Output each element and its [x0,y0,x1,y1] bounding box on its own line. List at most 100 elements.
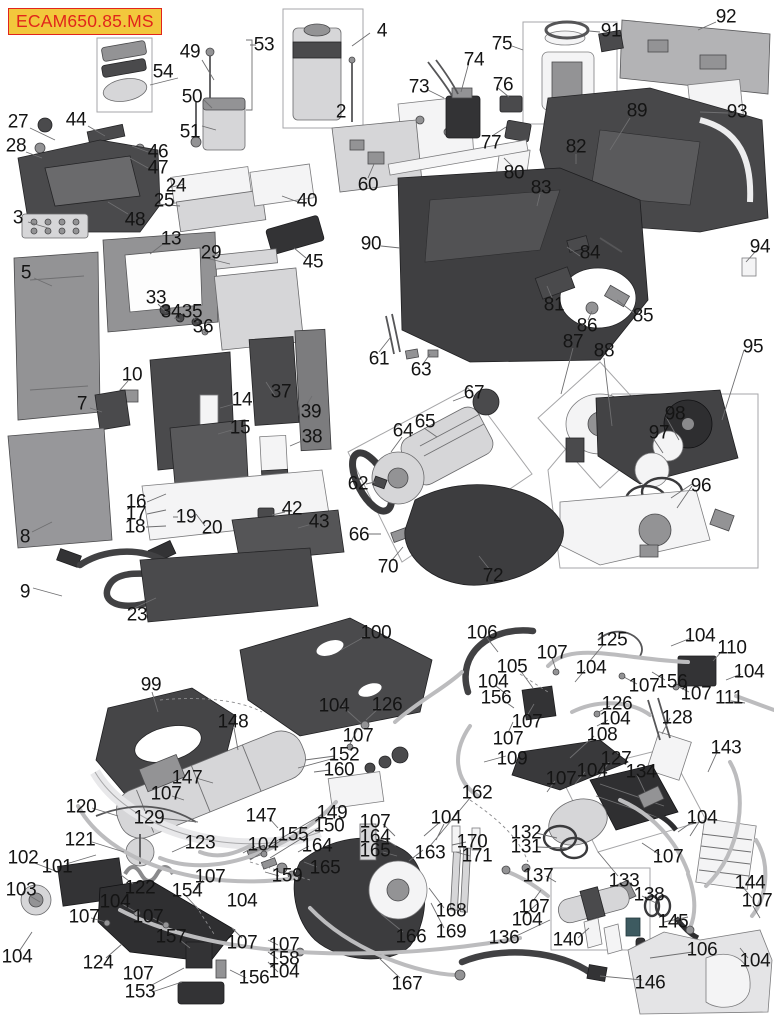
part-label-107: 107 [680,683,712,705]
part-label-107: 107 [741,890,773,912]
part-label-107: 107 [359,811,391,833]
part-label-75: 75 [491,33,513,55]
part-label-107: 107 [518,896,550,918]
part-label-169: 169 [435,921,467,943]
part-label-45: 45 [302,251,324,273]
part-label-23: 23 [126,604,148,626]
part-label-107: 107 [342,725,374,747]
part-label-70: 70 [377,556,399,578]
part-label-105: 105 [496,656,528,678]
part-label-37: 37 [270,381,292,403]
part-label-107: 107 [268,934,300,956]
part-label-84: 84 [579,242,601,264]
part-label-120: 120 [65,796,97,818]
part-label-134: 134 [625,761,657,783]
part-label-104: 104 [99,891,131,913]
part-label-122: 122 [124,877,156,899]
part-label-163: 163 [414,842,446,864]
part-label-3: 3 [12,207,24,229]
part-label-109: 109 [496,748,528,770]
part-label-147: 147 [171,767,203,789]
top-left-parts [7,40,345,623]
top-right-parts [292,19,771,586]
part-label-14: 14 [231,389,253,411]
part-label-90: 90 [360,233,382,255]
part-label-164: 164 [359,826,391,848]
part-label-150: 150 [313,815,345,837]
part-label-100: 100 [360,622,392,644]
part-label-155: 155 [277,824,309,846]
part-label-104: 104 [318,695,350,717]
part-label-107: 107 [511,711,543,733]
part-label-156: 156 [656,671,688,693]
part-label-72: 72 [482,565,504,587]
part-label-20: 20 [201,517,223,539]
part-label-156: 156 [238,967,270,989]
part-label-73: 73 [408,76,430,98]
part-label-98: 98 [664,403,686,425]
part-label-8: 8 [19,526,31,548]
part-label-104: 104 [268,961,300,983]
part-label-13: 13 [160,228,182,250]
part-label-126: 126 [601,693,633,715]
part-label-166: 166 [395,926,427,948]
part-label-165: 165 [359,840,391,862]
part-label-129: 129 [133,807,165,829]
part-label-7: 7 [76,393,88,415]
part-label-4: 4 [376,20,388,42]
part-label-152: 152 [328,744,360,766]
part-label-40: 40 [296,190,318,212]
part-label-124: 124 [82,952,114,974]
part-label-39: 39 [300,401,322,423]
part-label-164: 164 [301,835,333,857]
part-label-128: 128 [661,707,693,729]
part-label-107: 107 [194,866,226,888]
part-label-107: 107 [226,932,258,954]
leader-lines [19,21,761,993]
part-label-143: 143 [710,737,742,759]
model-title: ECAM650.85.MS [8,8,162,36]
part-label-81: 81 [543,294,565,316]
part-label-149: 149 [316,802,348,824]
part-label-156: 156 [480,687,512,709]
part-label-131: 131 [510,836,542,858]
part-label-160: 160 [323,759,355,781]
part-label-89: 89 [626,100,648,122]
part-label-47: 47 [147,157,169,179]
part-label-74: 74 [463,49,485,71]
part-label-153: 153 [124,981,156,1003]
part-label-145: 145 [657,911,689,933]
part-label-104: 104 [247,834,279,856]
part-label-38: 38 [301,426,323,448]
part-label-80: 80 [503,162,525,184]
part-label-138: 138 [633,884,665,906]
part-label-15: 15 [229,417,251,439]
part-label-83: 83 [530,177,552,199]
part-label-148: 148 [217,711,249,733]
tubes [76,650,774,977]
part-label-64: 64 [392,420,414,442]
bottom-left-parts [20,617,472,1005]
part-label-94: 94 [749,236,771,258]
part-label-123: 123 [184,832,216,854]
part-label-104: 104 [599,708,631,730]
part-label-33: 33 [145,287,167,309]
part-label-42: 42 [281,498,303,520]
part-label-17: 17 [125,503,147,525]
part-label-110: 110 [717,637,747,659]
part-label-106: 106 [686,939,718,961]
part-label-50: 50 [181,86,203,108]
part-label-96: 96 [690,475,712,497]
part-label-25: 25 [153,190,175,212]
part-label-165: 165 [309,857,341,879]
fitting-dots [103,668,695,981]
part-label-103: 103 [5,879,37,901]
bottom-right-parts [458,627,773,1015]
part-label-107: 107 [492,728,524,750]
part-label-121: 121 [64,829,96,851]
part-label-35: 35 [181,301,203,323]
part-label-104: 104 [575,657,607,679]
part-label-18: 18 [124,516,146,538]
